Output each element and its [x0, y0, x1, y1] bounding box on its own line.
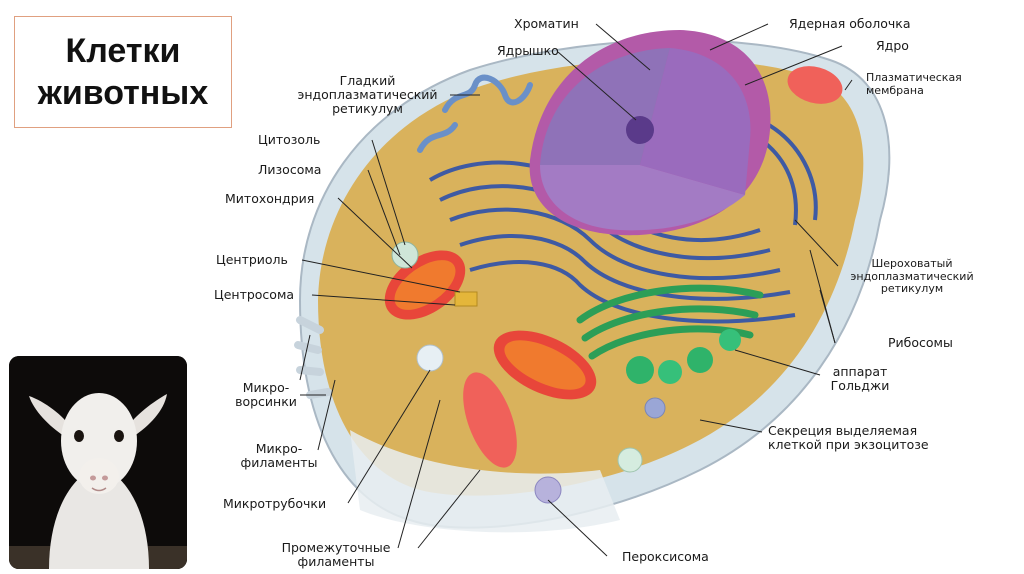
goat-photo	[9, 356, 187, 569]
label-mitochondrion: Митохондрия	[225, 191, 315, 206]
label-nuclear-envelope: Ядерная оболочка	[789, 16, 911, 31]
label-nucleolus: Ядрышко	[497, 43, 559, 58]
label-secretion: Секреция выделяемая клеткой при экзоцито…	[768, 423, 929, 452]
nucleus	[529, 30, 771, 236]
label-smooth-er: Гладкий эндоплазматический ретикулум	[297, 73, 438, 116]
label-nucleus: Ядро	[876, 38, 909, 53]
label-ribosomes: Рибосомы	[888, 335, 953, 350]
label-plasma-membrane: Плазматическая мембрана	[866, 71, 962, 97]
label-centrosome: Центросома	[214, 287, 295, 302]
label-intermediate-filaments: Промежуточные филаменты	[281, 540, 391, 569]
smooth-er	[417, 74, 533, 153]
label-centriole: Центриоль	[216, 252, 288, 267]
title-box: Клетки животных	[14, 16, 232, 128]
centrosome-shape	[454, 291, 478, 307]
label-peroxisome: Пероксисома	[622, 549, 709, 564]
label-microtubules: Микротрубочки	[223, 496, 327, 511]
leader-lines	[299, 23, 853, 557]
golgi-apparatus	[576, 284, 764, 384]
label-cytosol: Цитозоль	[258, 132, 321, 147]
slide-title: Клетки животных	[37, 32, 209, 112]
label-lysosome: Лизосома	[258, 162, 322, 177]
label-rough-er: Шероховатый эндоплазматический ретикулум	[850, 257, 974, 295]
label-golgi: аппарат Гольджи	[830, 364, 890, 393]
label-microfilaments: Микро- филаменты	[240, 441, 318, 470]
small-organelles	[391, 241, 666, 504]
label-microvilli: Микро- ворсинки	[235, 380, 297, 409]
label-chromatin: Хроматин	[514, 16, 579, 31]
nucleolus-shape	[626, 116, 654, 144]
